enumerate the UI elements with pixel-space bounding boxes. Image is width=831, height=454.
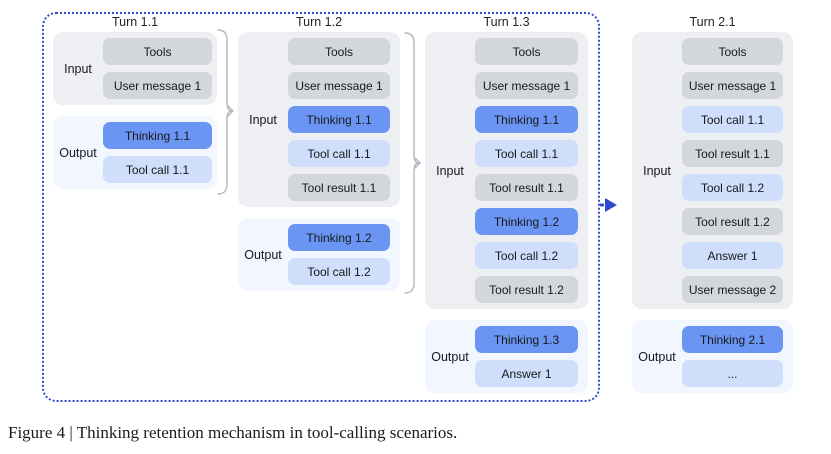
tools-box: Tools [103, 38, 212, 65]
user-message-1-box: User message 1 [103, 72, 212, 99]
input-boxes: Tools User message 1 [103, 32, 212, 105]
tool-call-1-1-box: Tool call 1.1 [103, 156, 212, 183]
turn-column-1-2: Turn 1.2 Input Tools User message 1 Thin… [238, 14, 400, 291]
tool-call-1-1-box: Tool call 1.1 [288, 140, 390, 167]
output-panel: Output Thinking 2.1 ... [632, 320, 793, 393]
output-panel: Output Thinking 1.2 Tool call 1.2 [238, 218, 400, 291]
turn-title: Turn 2.1 [689, 15, 736, 29]
output-boxes: Thinking 1.3 Answer 1 [475, 320, 578, 393]
turn-column-1-1: Turn 1.1 Input Tools User message 1 Outp… [53, 14, 217, 189]
input-label: Input [64, 61, 92, 76]
output-label: Output [59, 145, 97, 160]
turn-transition-arrow-icon [600, 198, 617, 212]
turn-column-1-3: Turn 1.3 Input Tools User message 1 Thin… [425, 14, 588, 393]
input-panel: Input Tools User message 1 Thinking 1.1 … [425, 32, 588, 309]
brace-arrow-icon [404, 32, 421, 294]
input-label: Input [436, 163, 464, 178]
turn-group-dashed-box [42, 12, 600, 402]
thinking-1-2-box: Thinking 1.2 [475, 208, 578, 235]
tool-call-1-2-box: Tool call 1.2 [288, 258, 390, 285]
tool-call-1-2-box: Tool call 1.2 [682, 174, 783, 201]
tool-result-1-2-box: Tool result 1.2 [475, 276, 578, 303]
brace-arrow-icon [217, 29, 234, 195]
turn-column-2-1: Turn 2.1 Input Tools User message 1 Tool… [632, 14, 793, 393]
tool-call-1-1-box: Tool call 1.1 [682, 106, 783, 133]
turn-title: Turn 1.3 [483, 15, 530, 29]
tool-result-1-2-box: Tool result 1.2 [682, 208, 783, 235]
thinking-1-1-box: Thinking 1.1 [103, 122, 212, 149]
tool-call-1-2-box: Tool call 1.2 [475, 242, 578, 269]
output-label: Output [638, 349, 676, 364]
tools-box: Tools [288, 38, 390, 65]
figure-caption: Figure 4 | Thinking retention mechanism … [8, 423, 458, 442]
input-panel: Input Tools User message 1 Thinking 1.1 … [238, 32, 400, 207]
answer-1-box: Answer 1 [475, 360, 578, 387]
input-label: Input [249, 112, 277, 127]
input-label: Input [643, 163, 671, 178]
input-boxes: Tools User message 1 Tool call 1.1 Tool … [682, 32, 783, 309]
ellipsis-box: ... [682, 360, 783, 387]
tool-call-1-1-box: Tool call 1.1 [475, 140, 578, 167]
input-panel: Input Tools User message 1 Tool call 1.1… [632, 32, 793, 309]
output-boxes: Thinking 1.1 Tool call 1.1 [103, 116, 212, 189]
answer-1-box: Answer 1 [682, 242, 783, 269]
input-boxes: Tools User message 1 Thinking 1.1 Tool c… [288, 32, 390, 207]
input-boxes: Tools User message 1 Thinking 1.1 Tool c… [475, 32, 578, 309]
turn-title: Turn 1.2 [295, 15, 343, 29]
thinking-1-3-box: Thinking 1.3 [475, 326, 578, 353]
tool-result-1-1-box: Tool result 1.1 [288, 174, 390, 201]
tools-box: Tools [682, 38, 783, 65]
tool-result-1-1-box: Tool result 1.1 [682, 140, 783, 167]
input-panel: Input Tools User message 1 [53, 32, 217, 105]
output-label: Output [244, 247, 282, 262]
output-panel: Output Thinking 1.1 Tool call 1.1 [53, 116, 217, 189]
turn-title: Turn 1.1 [111, 15, 159, 29]
tools-box: Tools [475, 38, 578, 65]
tool-result-1-1-box: Tool result 1.1 [475, 174, 578, 201]
user-message-1-box: User message 1 [288, 72, 390, 99]
output-boxes: Thinking 1.2 Tool call 1.2 [288, 218, 390, 291]
output-panel: Output Thinking 1.3 Answer 1 [425, 320, 588, 393]
output-boxes: Thinking 2.1 ... [682, 320, 783, 393]
thinking-1-1-box: Thinking 1.1 [475, 106, 578, 133]
thinking-1-1-box: Thinking 1.1 [288, 106, 390, 133]
user-message-1-box: User message 1 [682, 72, 783, 99]
thinking-1-2-box: Thinking 1.2 [288, 224, 390, 251]
user-message-1-box: User message 1 [475, 72, 578, 99]
user-message-2-box: User message 2 [682, 276, 783, 303]
output-label: Output [431, 349, 469, 364]
thinking-2-1-box: Thinking 2.1 [682, 326, 783, 353]
